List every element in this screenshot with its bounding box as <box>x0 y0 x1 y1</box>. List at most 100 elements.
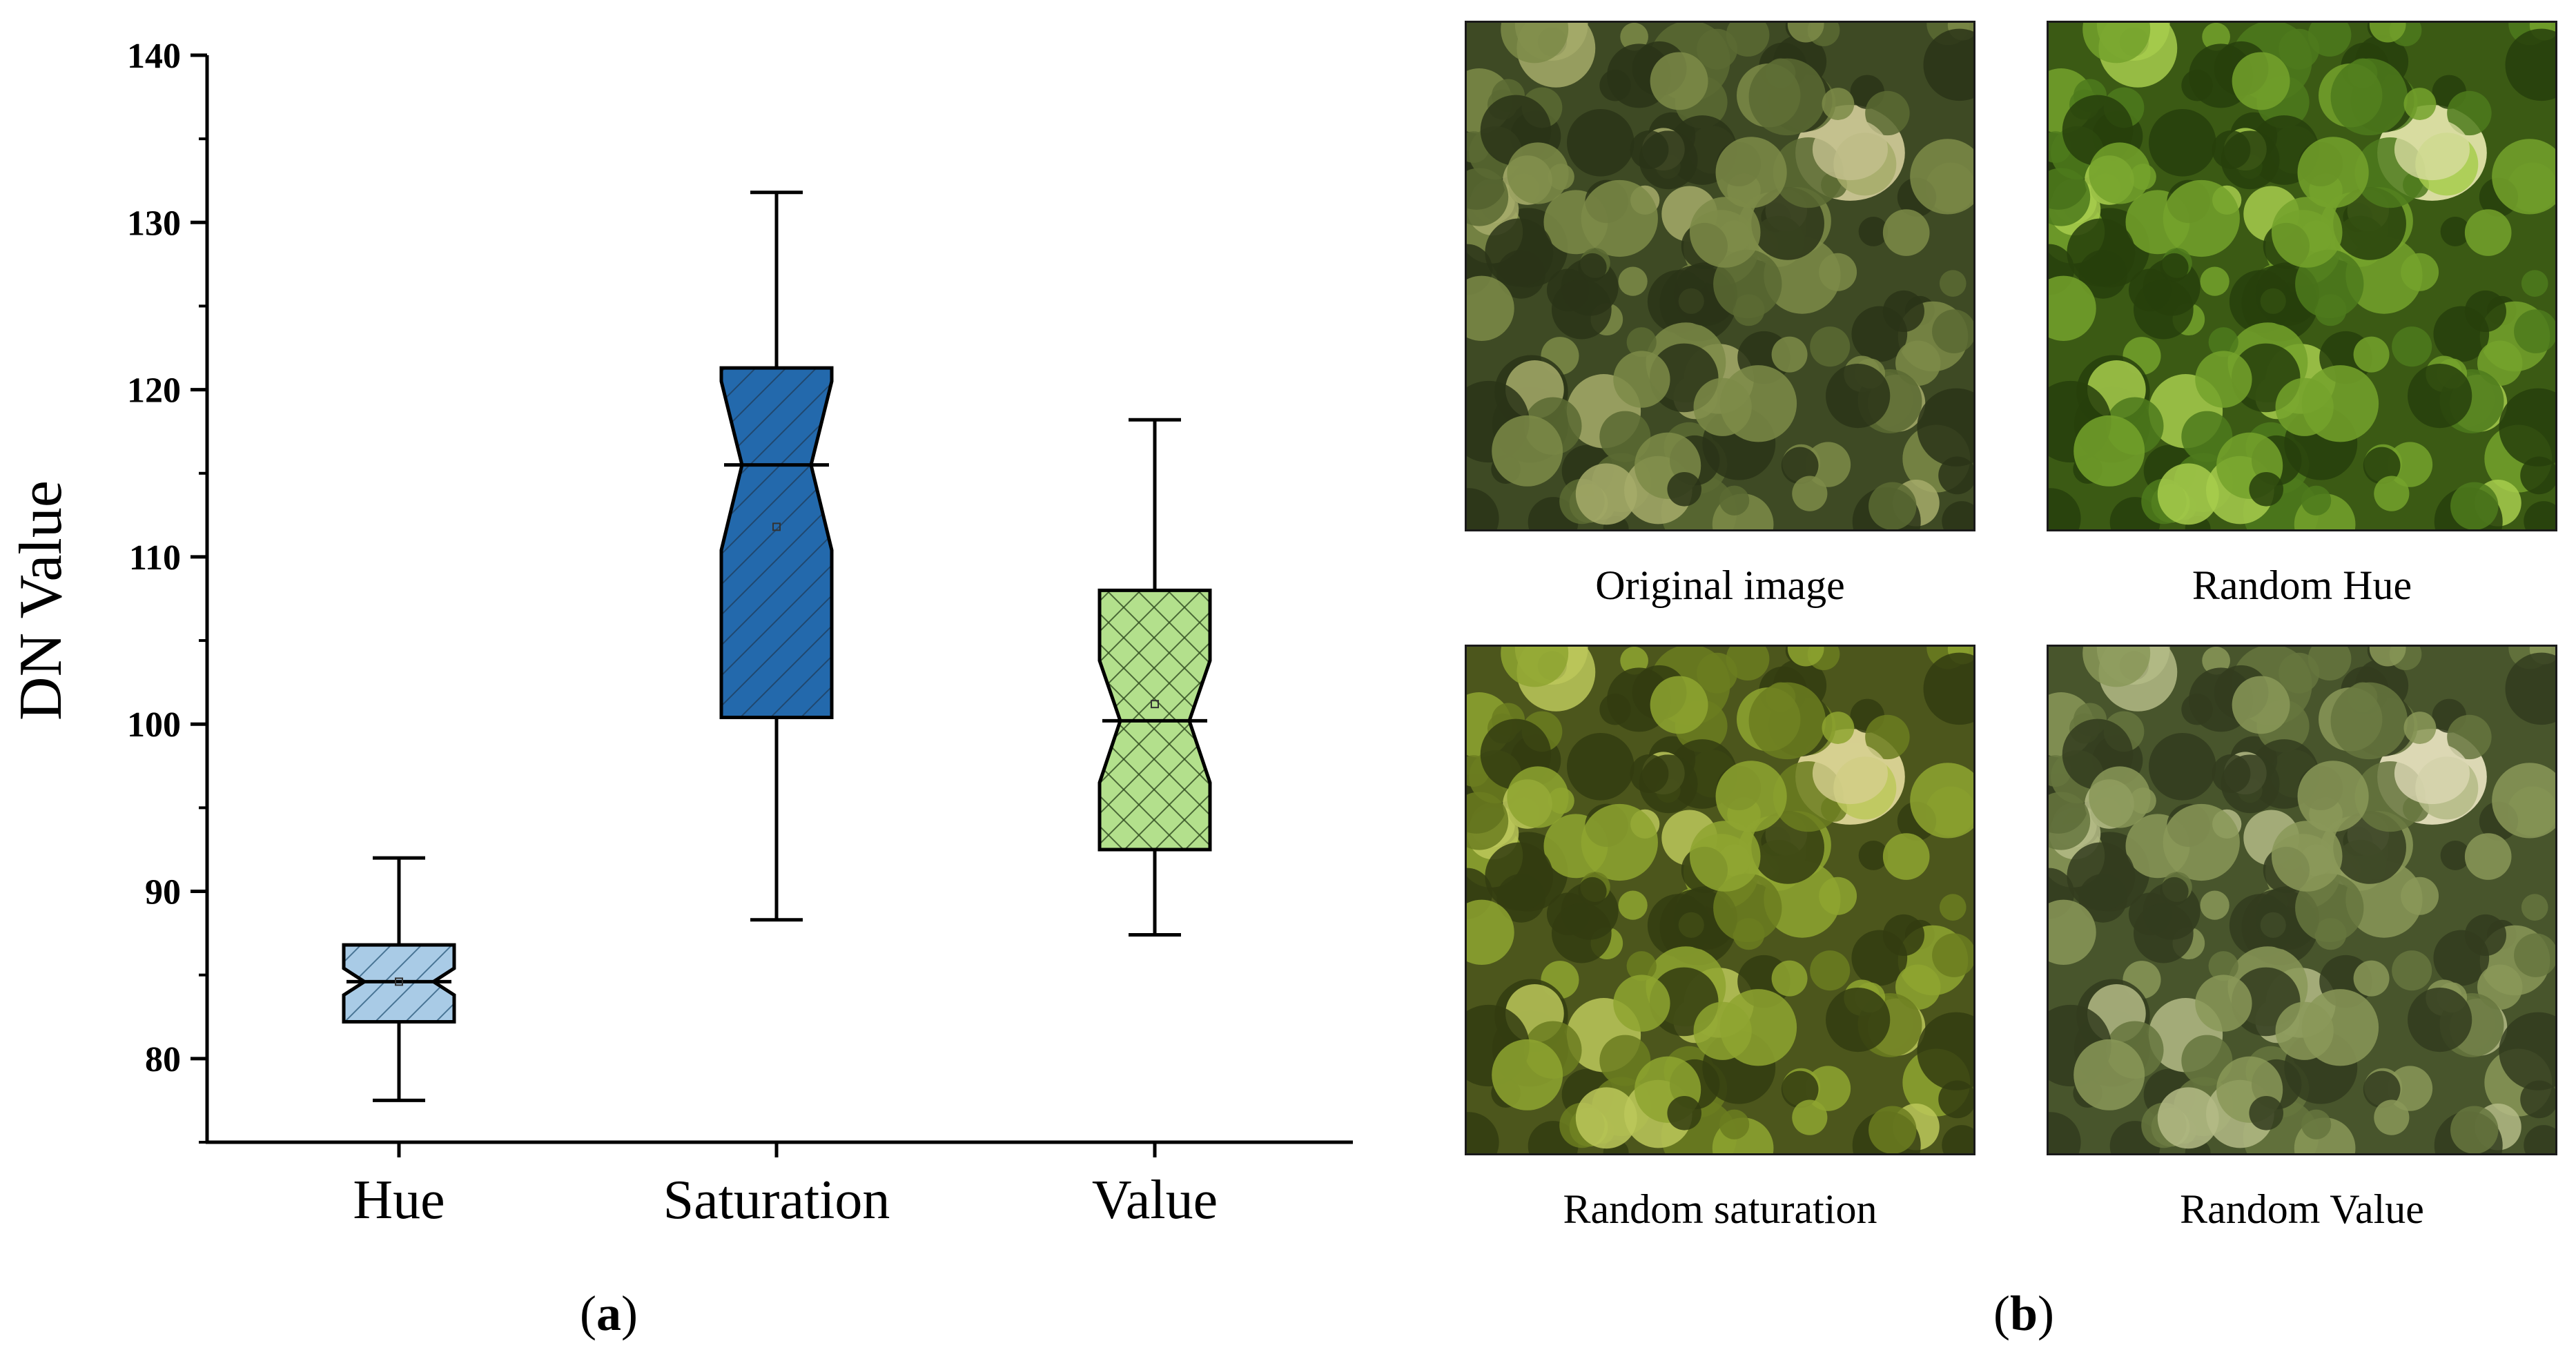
tree-crown <box>2232 676 2290 734</box>
box-saturation <box>719 190 834 922</box>
box-hue <box>342 856 456 1102</box>
tree-crown <box>1781 1070 1819 1108</box>
tree-crown <box>2521 894 2548 921</box>
tree-crown <box>2464 290 2506 333</box>
tree-crown <box>2505 652 2555 725</box>
tree-crown <box>2330 682 2408 760</box>
tree-crown <box>1613 975 1670 1032</box>
tree-crown <box>2089 142 2151 204</box>
tree-crown <box>2221 754 2280 814</box>
tree-crown <box>2074 1039 2145 1110</box>
tree-crown <box>2297 761 2369 832</box>
tree-crown <box>1719 485 1750 516</box>
caption-random-saturation: Random saturation <box>1563 1186 1877 1232</box>
tree-crown <box>1639 754 1698 814</box>
tree-crown <box>2149 108 2216 177</box>
tree-crown <box>1599 70 1631 101</box>
panel-a-open: ( <box>580 1286 596 1341</box>
tree-crown <box>2392 326 2432 367</box>
tree-crown <box>2520 1080 2555 1119</box>
y-tick-label: 100 <box>127 705 181 745</box>
tree-crown <box>2492 763 2555 839</box>
y-tick-label: 120 <box>127 371 181 411</box>
image-random-value <box>2047 645 2557 1155</box>
caption-random-value: Random Value <box>2180 1186 2424 1232</box>
tree-crown <box>2408 987 2472 1052</box>
tree-crown <box>1715 761 1787 832</box>
tree-crown <box>1650 676 1708 734</box>
panel-a-letter: a <box>596 1286 621 1341</box>
tree-crown <box>2157 463 2219 525</box>
tree-crown <box>2249 471 2284 507</box>
tree-crown <box>2403 88 2437 120</box>
tree-crown <box>2440 217 2470 246</box>
image-original <box>1465 21 1975 531</box>
tree-crown <box>1507 142 1569 204</box>
tree-crown <box>2464 914 2506 957</box>
tree-crown <box>1667 1095 1702 1130</box>
tree-crown <box>1689 821 1761 892</box>
tree-crown <box>2149 732 2216 801</box>
x-tick-label: Value <box>1092 1170 1218 1231</box>
tree-crown <box>2202 23 2230 51</box>
tree-crown <box>1910 139 1973 215</box>
tree-crown <box>2492 139 2555 215</box>
tree-crown <box>1578 253 1607 282</box>
tree-crown <box>2082 647 2151 687</box>
tree-crown <box>2301 485 2332 516</box>
tree-crown <box>1620 647 1648 675</box>
tree-crown <box>1932 933 1973 977</box>
panel-b-letter: b <box>2009 1286 2038 1341</box>
tree-crown <box>1805 442 1851 487</box>
tree-crown <box>1467 1112 1499 1153</box>
panel-label-b: (b) <box>1993 1285 2054 1342</box>
tree-crown <box>2160 877 2189 906</box>
tree-crown <box>1467 792 1509 850</box>
tree-crown <box>1581 179 1658 257</box>
tree-crown <box>1792 476 1828 511</box>
tree-crown <box>1501 23 1569 63</box>
tree-crown <box>2200 266 2229 296</box>
tree-crown <box>2450 1106 2499 1153</box>
canopy-photo <box>2049 23 2555 529</box>
tree-crown <box>2074 415 2145 487</box>
tree-crown <box>2067 842 2136 911</box>
tree-crown <box>1938 456 1973 495</box>
tree-crown <box>1939 270 1967 297</box>
x-tick-label: Saturation <box>663 1170 890 1231</box>
tree-crown <box>1942 501 1973 529</box>
tree-crown <box>1575 463 1637 525</box>
box-outline <box>719 366 834 720</box>
tree-crown <box>1467 488 1499 529</box>
tree-crown <box>1618 266 1648 296</box>
box-layer <box>342 190 1212 1102</box>
box-value <box>1097 418 1212 937</box>
tree-crown <box>1501 647 1569 687</box>
tree-crown <box>2163 179 2240 257</box>
tree-crown <box>1567 732 1635 801</box>
tree-crown <box>1485 842 1554 911</box>
tree-crown <box>1882 209 1930 256</box>
tree-crown <box>2514 309 2555 353</box>
tree-crown <box>1639 130 1698 190</box>
tree-crown <box>2049 899 2096 966</box>
box-outline <box>1097 588 1212 852</box>
y-axis-title: DN Value <box>8 480 75 721</box>
tree-crown <box>1868 482 1917 529</box>
canopy-photo <box>2049 647 2555 1153</box>
tree-crown <box>1923 652 1973 725</box>
tree-crown <box>1492 1039 1563 1110</box>
tree-crown <box>1551 279 1612 340</box>
tree-crown <box>2157 1087 2219 1149</box>
tree-crown <box>2133 903 2194 963</box>
clearing-highlight <box>1812 742 1889 805</box>
tree-crown <box>1787 23 1824 43</box>
tree-crown <box>2387 442 2433 487</box>
tree-crown <box>1715 137 1787 208</box>
tree-crown <box>2301 1109 2332 1139</box>
tree-crown <box>2301 365 2379 442</box>
tree-crown <box>1939 894 1967 921</box>
tree-crown <box>1826 363 1891 429</box>
tree-crown <box>1467 899 1514 966</box>
